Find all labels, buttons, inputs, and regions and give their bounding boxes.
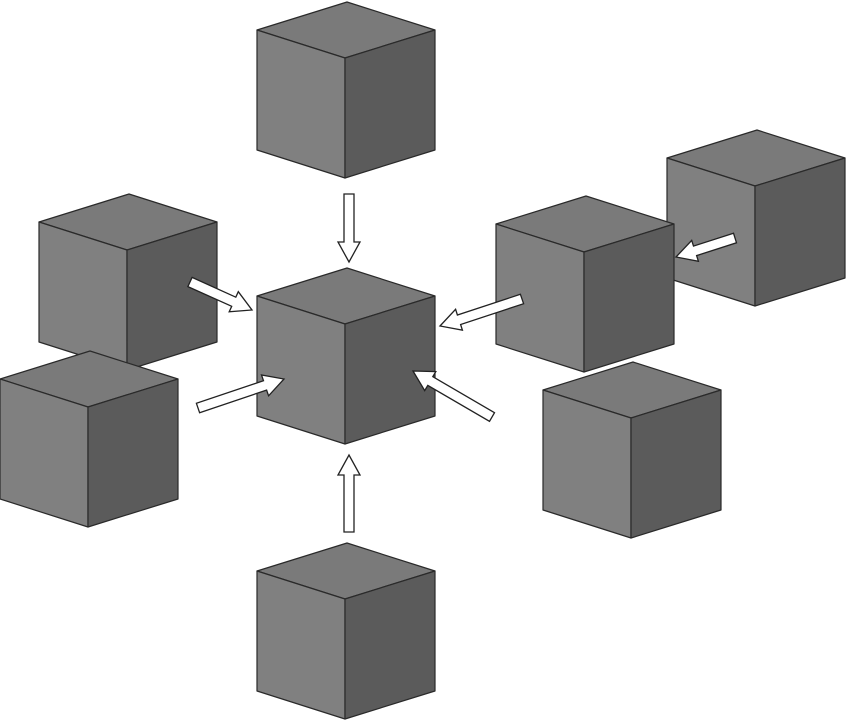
cube-right-face	[87, 378, 179, 528]
cube-right-face	[344, 295, 436, 445]
cube-right-face	[344, 570, 436, 720]
cube-lower-left	[0, 350, 179, 528]
cube-upper-right	[495, 195, 675, 373]
arrow-upper-left-to-center	[187, 276, 254, 313]
arrow-bottom-to-center	[336, 453, 362, 533]
cube-right-face	[583, 223, 675, 373]
cube-top	[256, 1, 436, 179]
arrow-upper-right-to-center	[438, 293, 525, 332]
cube-far-right	[666, 129, 846, 307]
cube-right-face	[344, 29, 436, 179]
cube-upper-left	[38, 193, 218, 371]
cube-right-face	[126, 221, 218, 371]
arrow-lower-right-to-center	[411, 370, 496, 423]
cube-center	[256, 267, 436, 445]
arrow-lower-left-to-center	[195, 374, 286, 414]
arrow-top-to-center	[336, 193, 362, 264]
cube-bottom	[256, 542, 436, 720]
arrow-far-right-to-upper-right	[674, 232, 738, 263]
cube-right-face	[754, 157, 846, 307]
cube-lower-right	[542, 361, 722, 539]
cube-right-face	[630, 389, 722, 539]
